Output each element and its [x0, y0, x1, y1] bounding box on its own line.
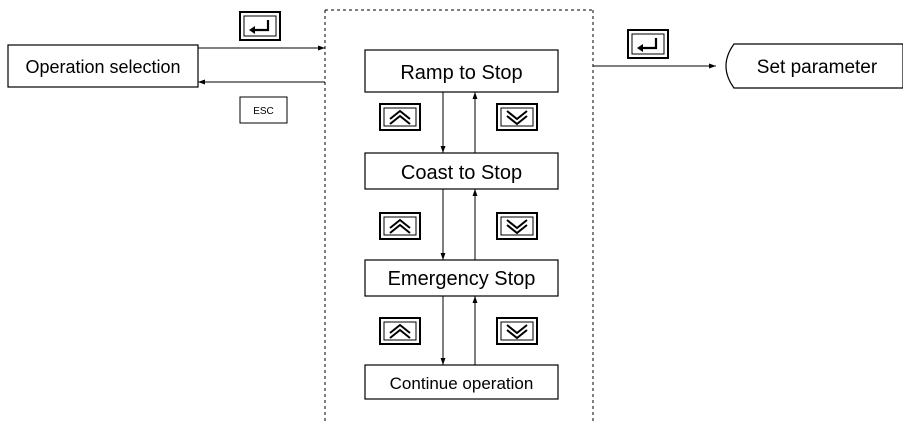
down-key-icon[interactable] [496, 317, 538, 345]
operation-selection-label: Operation selection [25, 57, 180, 77]
down-key-icon[interactable] [496, 212, 538, 240]
option-continue-operation[interactable]: Continue operation [364, 364, 559, 400]
set-parameter-node[interactable]: Set parameter [725, 43, 903, 89]
set-parameter-label: Set parameter [757, 57, 878, 78]
option-emergency-stop[interactable]: Emergency Stop [364, 259, 559, 297]
operation-selection-box[interactable]: Operation selection [7, 44, 199, 88]
up-key-icon[interactable] [379, 317, 421, 345]
down-key-icon[interactable] [496, 103, 538, 131]
enter-key-icon[interactable] [627, 29, 669, 59]
options-frame [324, 9, 594, 422]
esc-key-button[interactable]: ESC [239, 96, 288, 124]
option-label: Coast to Stop [401, 162, 522, 184]
option-coast-to-stop[interactable]: Coast to Stop [364, 152, 559, 190]
esc-key-label: ESC [253, 106, 274, 117]
option-label: Ramp to Stop [400, 62, 522, 84]
option-label: Continue operation [390, 374, 534, 393]
enter-key-icon[interactable] [239, 11, 281, 41]
option-label: Emergency Stop [388, 268, 536, 290]
up-key-icon[interactable] [379, 103, 421, 131]
option-ramp-to-stop[interactable]: Ramp to Stop [364, 49, 559, 93]
up-key-icon[interactable] [379, 212, 421, 240]
